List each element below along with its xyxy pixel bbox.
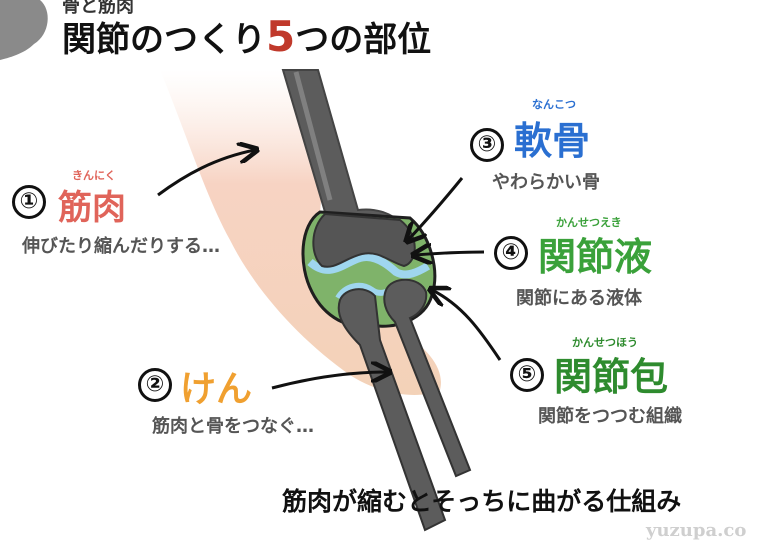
- arrow-muscle: [157, 150, 255, 197]
- title-part2: つの部位: [295, 20, 432, 60]
- capsule-desc: 関節をつつむ組織: [538, 406, 682, 427]
- label-number-3: ③: [470, 128, 504, 162]
- label-number-5: ⑤: [510, 358, 544, 392]
- muscle-desc: 伸びたり縮んだりする…: [22, 236, 220, 257]
- tendon-name: けん: [180, 369, 253, 410]
- title-part1: 関節のつくり: [62, 20, 266, 60]
- label-number-1: ①: [12, 185, 46, 219]
- arrow-tendon: [271, 372, 388, 390]
- corner-blob: [0, 0, 48, 60]
- arrow-cartilage: [408, 177, 464, 240]
- lower-bone-ulna: [337, 288, 447, 532]
- page-title: 関節のつくり5つの部位: [62, 12, 431, 61]
- cartilage-desc: やわらかい骨: [492, 172, 600, 193]
- label-number-4: ④: [494, 236, 528, 270]
- label-number-2: ②: [138, 368, 172, 402]
- title-number: 5: [266, 12, 296, 61]
- watermark: yuzupa.co: [646, 520, 747, 541]
- tendon-desc: 筋肉と骨をつなぐ…: [152, 416, 314, 437]
- muscle-name: 筋肉: [58, 188, 126, 228]
- fluid-name: 関節液: [538, 235, 653, 279]
- fluid-desc: 関節にある液体: [516, 288, 642, 309]
- upper-bone-highlight: [293, 71, 333, 201]
- capsule-ruby: かんせつほう: [572, 336, 638, 349]
- fluid-ruby: かんせつえき: [556, 216, 622, 229]
- cartilage-ruby: なんこつ: [532, 98, 576, 111]
- arrow-fluid: [415, 252, 485, 255]
- lower-bone-radius: [383, 278, 472, 478]
- capsule-name: 関節包: [554, 355, 669, 399]
- joint-fluid: [307, 253, 431, 279]
- cartilage-name: 軟骨: [514, 119, 591, 163]
- footer-caption: 筋肉が縮むとそっちに曲がる仕組み: [282, 487, 682, 516]
- arrow-capsule: [432, 290, 502, 361]
- header-small-title: 骨と筋肉: [62, 0, 134, 17]
- muscle-ruby: きんにく: [72, 169, 116, 182]
